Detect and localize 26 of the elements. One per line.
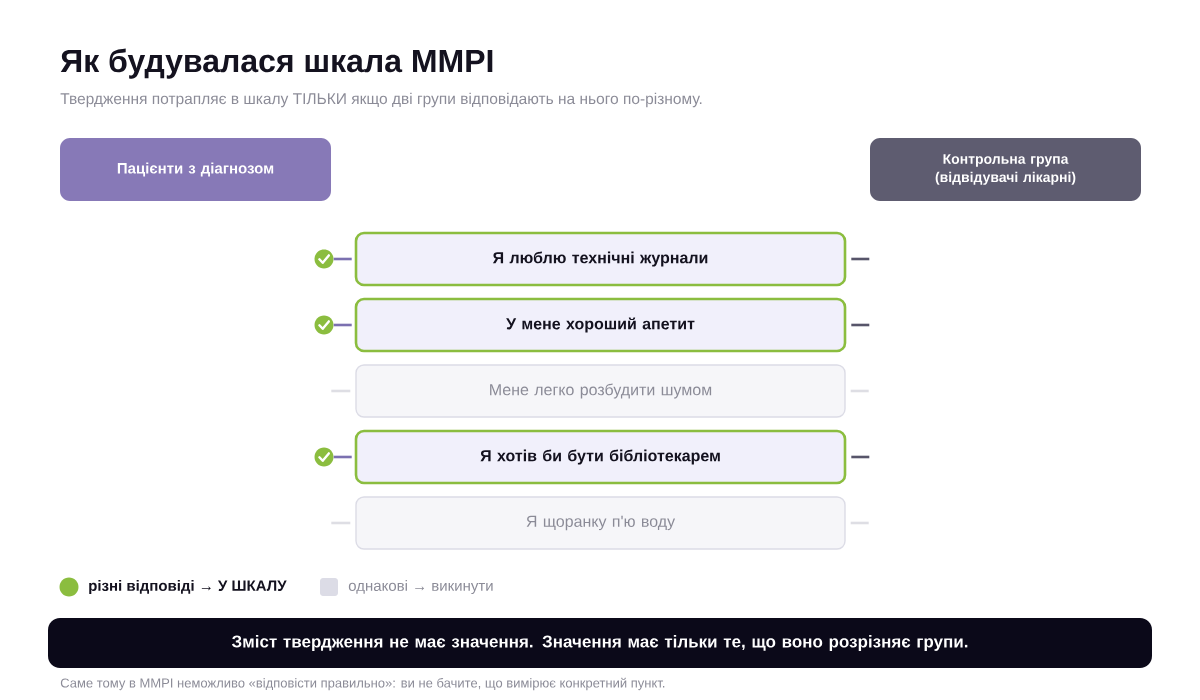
group-box: Контрольна група (відвідувачі лікарні): [870, 138, 1141, 201]
statement-box: Я хотів би бути бібліотекарем: [354, 429, 847, 485]
statement-box: Мене легко розбудити шумом: [355, 364, 846, 418]
statement-box: У мене хороший апетит: [354, 297, 847, 353]
connector-line: [331, 389, 351, 393]
check-icon: [314, 447, 334, 467]
connector-line: [333, 323, 352, 327]
connector-line: [850, 389, 869, 393]
banner: Зміст твердження не має значення. Значення має тільки те, що воно розрізняє групи.: [48, 618, 1152, 668]
title: Як будувалася шкала MMPI: [60, 48, 493, 79]
connector-line: [333, 257, 352, 261]
connector-line: [851, 455, 870, 459]
statement-box: Я люблю технічні журнали: [354, 231, 847, 287]
connector-line: [851, 257, 870, 261]
legend-label: однакові → викинути: [348, 580, 493, 594]
check-icon: [314, 249, 334, 269]
legend-label: різні відповіді → У ШКАЛУ: [89, 580, 287, 594]
subtitle: Твердження потрапляє в шкалу ТІЛЬКИ якщо дві групи відповідають на нього по-різному.: [60, 92, 702, 108]
group-box: Пацієнти з діагнозом: [60, 138, 331, 201]
connector-line: [851, 323, 870, 327]
connector-line: [850, 521, 869, 525]
connector-line: [331, 521, 351, 525]
connector-line: [333, 455, 352, 459]
footnote: Саме тому в MMPI неможливо «відповісти правильно»: ви не бачите, що вимірює конкретний пункт.: [60, 677, 665, 691]
check-icon: [314, 315, 334, 335]
statement-box: Я щоранку п'ю воду: [355, 496, 846, 550]
